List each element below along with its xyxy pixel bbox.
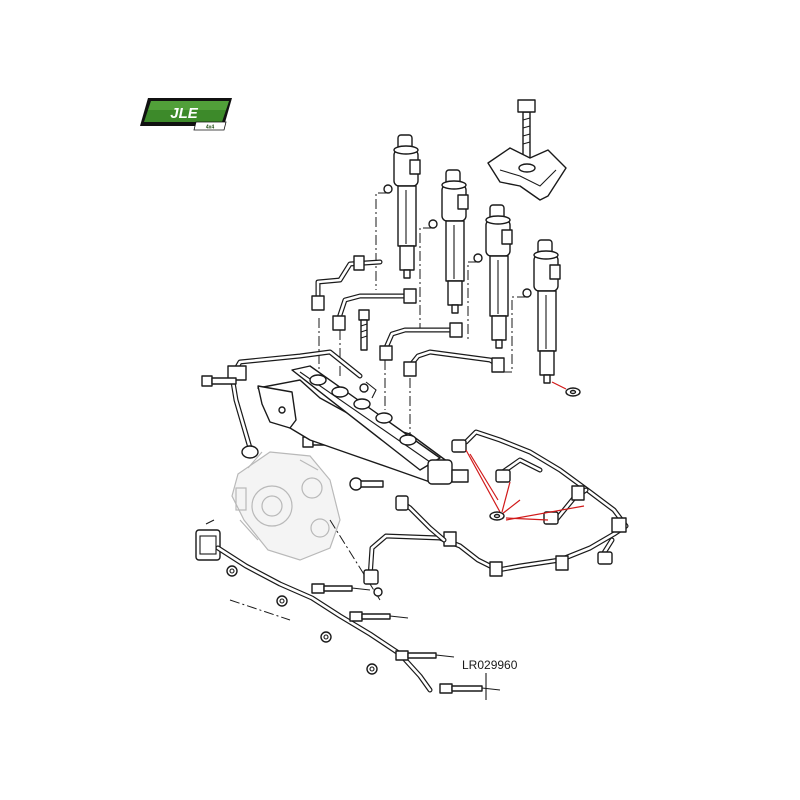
injector-seal-washer-icon[interactable] xyxy=(551,381,581,397)
glow-plug-2-icon[interactable] xyxy=(349,611,409,622)
glow-plug-1-icon[interactable] xyxy=(311,583,371,594)
harness-nut-3-icon[interactable] xyxy=(320,631,332,643)
harness-alignment-lines xyxy=(229,519,381,621)
high-pressure-pipe-2-icon[interactable] xyxy=(332,288,417,331)
glow-plug-connector-icon[interactable] xyxy=(195,519,221,561)
harness-nut-1-icon[interactable] xyxy=(226,565,238,577)
fuel-injector-2-icon[interactable] xyxy=(428,169,469,314)
fuel-injector-3-icon[interactable] xyxy=(473,204,513,349)
harness-connector-sleeve-icon[interactable] xyxy=(395,495,447,543)
part-number-callout: LR029960 xyxy=(462,658,518,700)
jle-logo[interactable]: JLE 4x4 xyxy=(140,98,232,131)
logo-tagline-text: 4x4 xyxy=(206,125,215,131)
injector-alignment-lines xyxy=(318,192,527,436)
rail-clip-icon[interactable] xyxy=(359,381,377,399)
glow-plug-3-icon[interactable] xyxy=(395,650,455,661)
rail-mounting-bolt-icon[interactable] xyxy=(201,375,237,387)
part-number-label: LR029960 xyxy=(462,658,518,672)
injector-clamp-icon[interactable] xyxy=(487,147,567,201)
rail-lower-bolt-icon[interactable] xyxy=(349,477,384,491)
glow-plug-4-icon[interactable] xyxy=(439,683,501,694)
glow-plug-harness-icon[interactable] xyxy=(215,545,433,693)
injector-clamp-bolt-icon[interactable] xyxy=(517,99,536,161)
harness-washer-icon[interactable] xyxy=(489,511,505,521)
fuel-injector-4-icon[interactable] xyxy=(522,239,561,384)
fuel-pump-icon xyxy=(231,451,341,561)
logo-brand-text: JLE xyxy=(170,105,199,122)
high-pressure-pipe-3-icon[interactable] xyxy=(379,322,463,361)
bolt-icon[interactable] xyxy=(358,309,370,351)
fuel-rail-icon[interactable] xyxy=(257,365,469,485)
harness-red-leaders xyxy=(465,449,585,521)
harness-nut-2-icon[interactable] xyxy=(276,595,288,607)
return-pipe-coupling-icon[interactable] xyxy=(363,569,383,597)
high-pressure-pipe-1-icon[interactable] xyxy=(311,255,383,311)
high-pressure-pipe-4-icon[interactable] xyxy=(403,349,505,377)
fuel-supply-pipe-icon[interactable] xyxy=(227,349,363,459)
fuel-injector-1-icon[interactable] xyxy=(383,134,421,279)
harness-nut-4-icon[interactable] xyxy=(366,663,378,675)
